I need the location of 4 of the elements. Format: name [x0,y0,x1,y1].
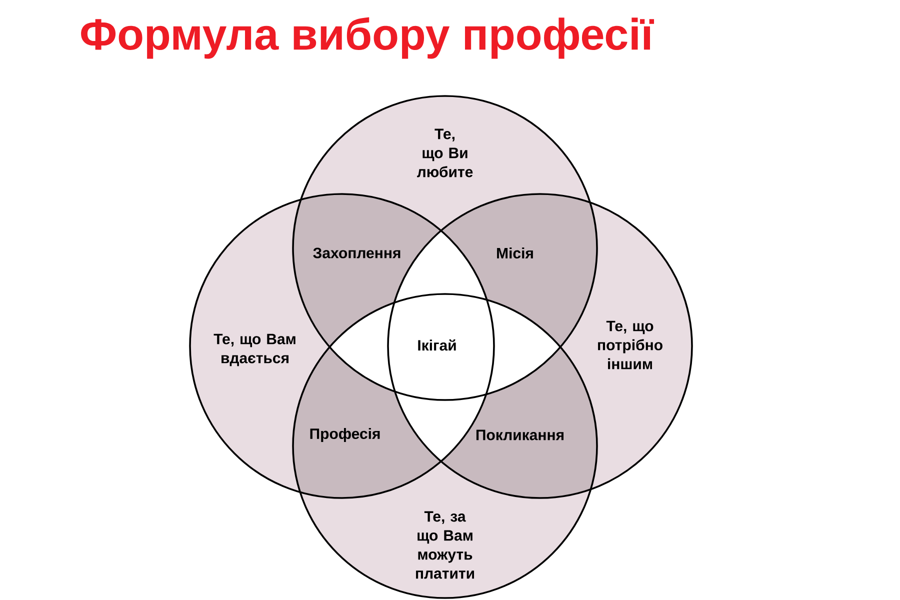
region-label: Професія [310,428,380,442]
region-label: Ікігай [418,339,456,351]
region-label: Місія [497,248,533,258]
title: Формула вибору професії [81,17,654,59]
